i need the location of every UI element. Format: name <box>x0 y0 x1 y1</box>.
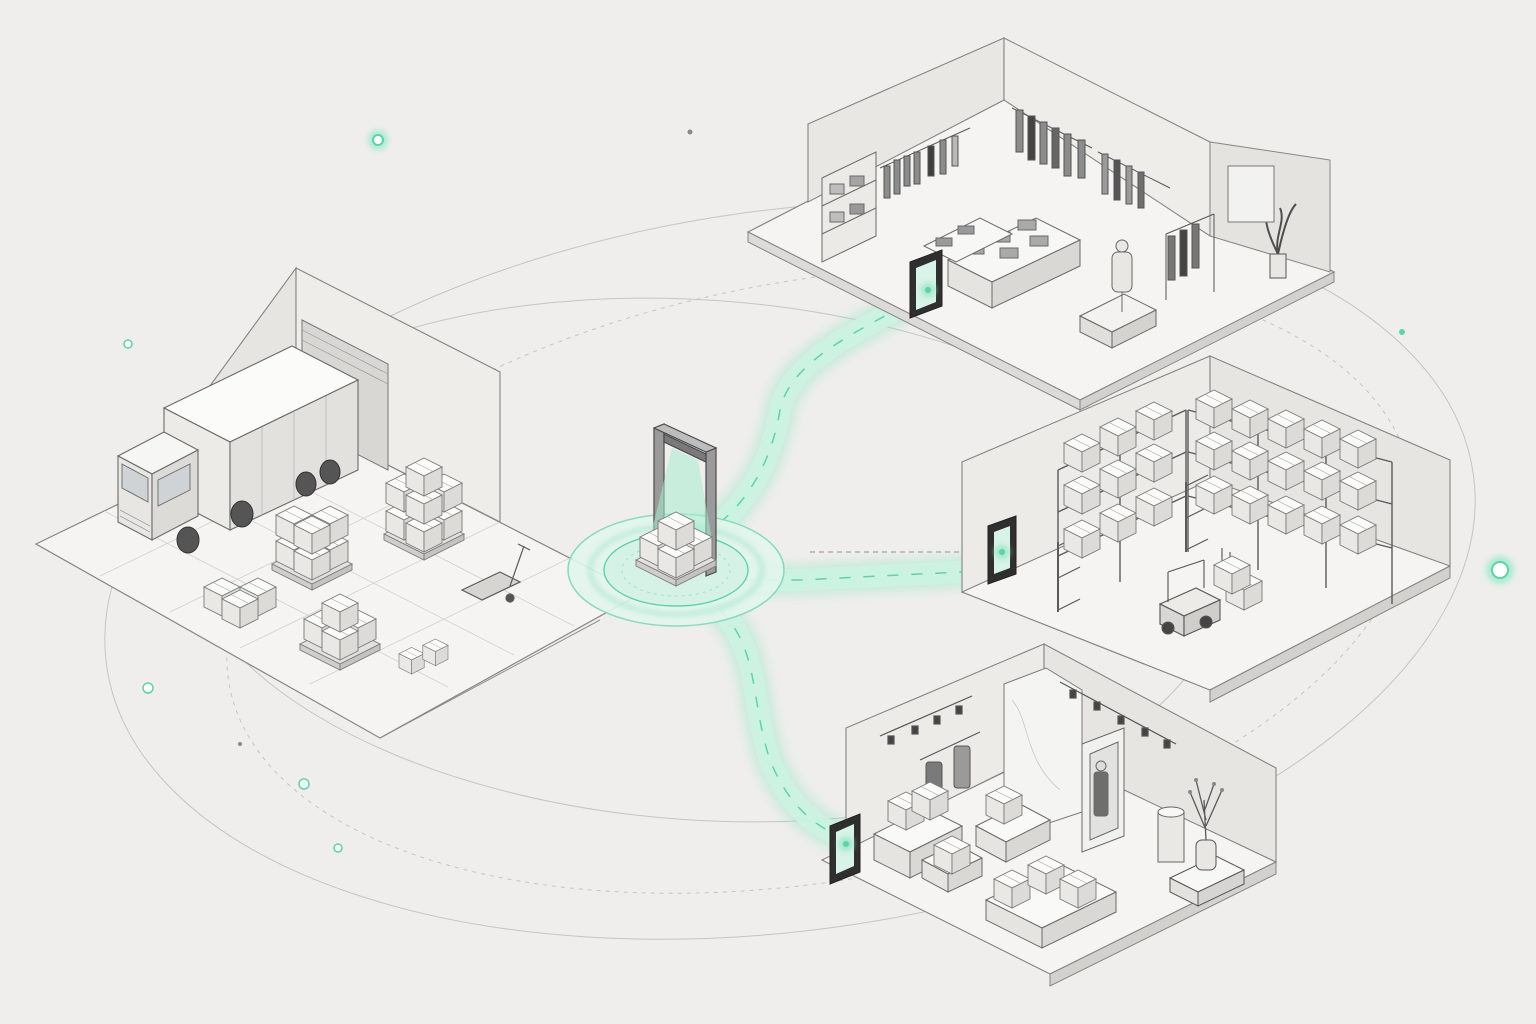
door-reader-icon <box>829 813 861 885</box>
wheel <box>230 500 254 528</box>
zone-receiving-dock <box>34 266 642 739</box>
door-reader-icon <box>987 515 1017 585</box>
zone-boutique <box>820 643 1278 987</box>
display-plinth <box>984 855 1118 949</box>
display-plinth <box>920 835 984 893</box>
orbit-node <box>238 742 242 746</box>
store-shelf <box>821 151 877 263</box>
spotlights <box>879 681 1177 749</box>
orbit-node <box>123 339 133 349</box>
delivery-truck <box>116 345 360 554</box>
forklift-icon <box>1158 548 1263 637</box>
display-plinth <box>974 785 1052 863</box>
orbit-node <box>298 778 310 790</box>
door-reader-icon <box>909 249 943 319</box>
wheel <box>295 471 317 497</box>
clothing-rack <box>1097 151 1171 209</box>
clothing-rack <box>879 127 971 199</box>
store-window <box>1227 165 1275 223</box>
mirror <box>1081 727 1125 853</box>
hub <box>567 423 785 627</box>
orbit-node <box>333 843 343 853</box>
wheel <box>319 459 341 485</box>
flow-to-boutique <box>709 599 861 851</box>
orbit-node <box>687 129 693 135</box>
orbit-node <box>368 130 388 150</box>
wheel <box>176 526 200 554</box>
clothing-rack <box>1011 107 1093 179</box>
clothing-rack <box>1165 213 1215 300</box>
vase <box>1168 778 1246 907</box>
orbit-nodes <box>123 129 1514 853</box>
cylinder-display <box>1157 806 1185 863</box>
plant <box>1264 199 1297 279</box>
zone-warehouse <box>960 355 1452 703</box>
display-table <box>922 217 1014 263</box>
pallet-racking <box>1187 389 1393 604</box>
orbit-node <box>142 682 154 694</box>
orbit-node <box>1399 329 1405 335</box>
pallet-racking <box>1057 401 1209 613</box>
zone-apparel-store <box>746 37 1336 411</box>
orbit-node <box>1486 556 1514 584</box>
mannequin <box>1078 239 1158 349</box>
pallet-jack <box>460 543 531 603</box>
